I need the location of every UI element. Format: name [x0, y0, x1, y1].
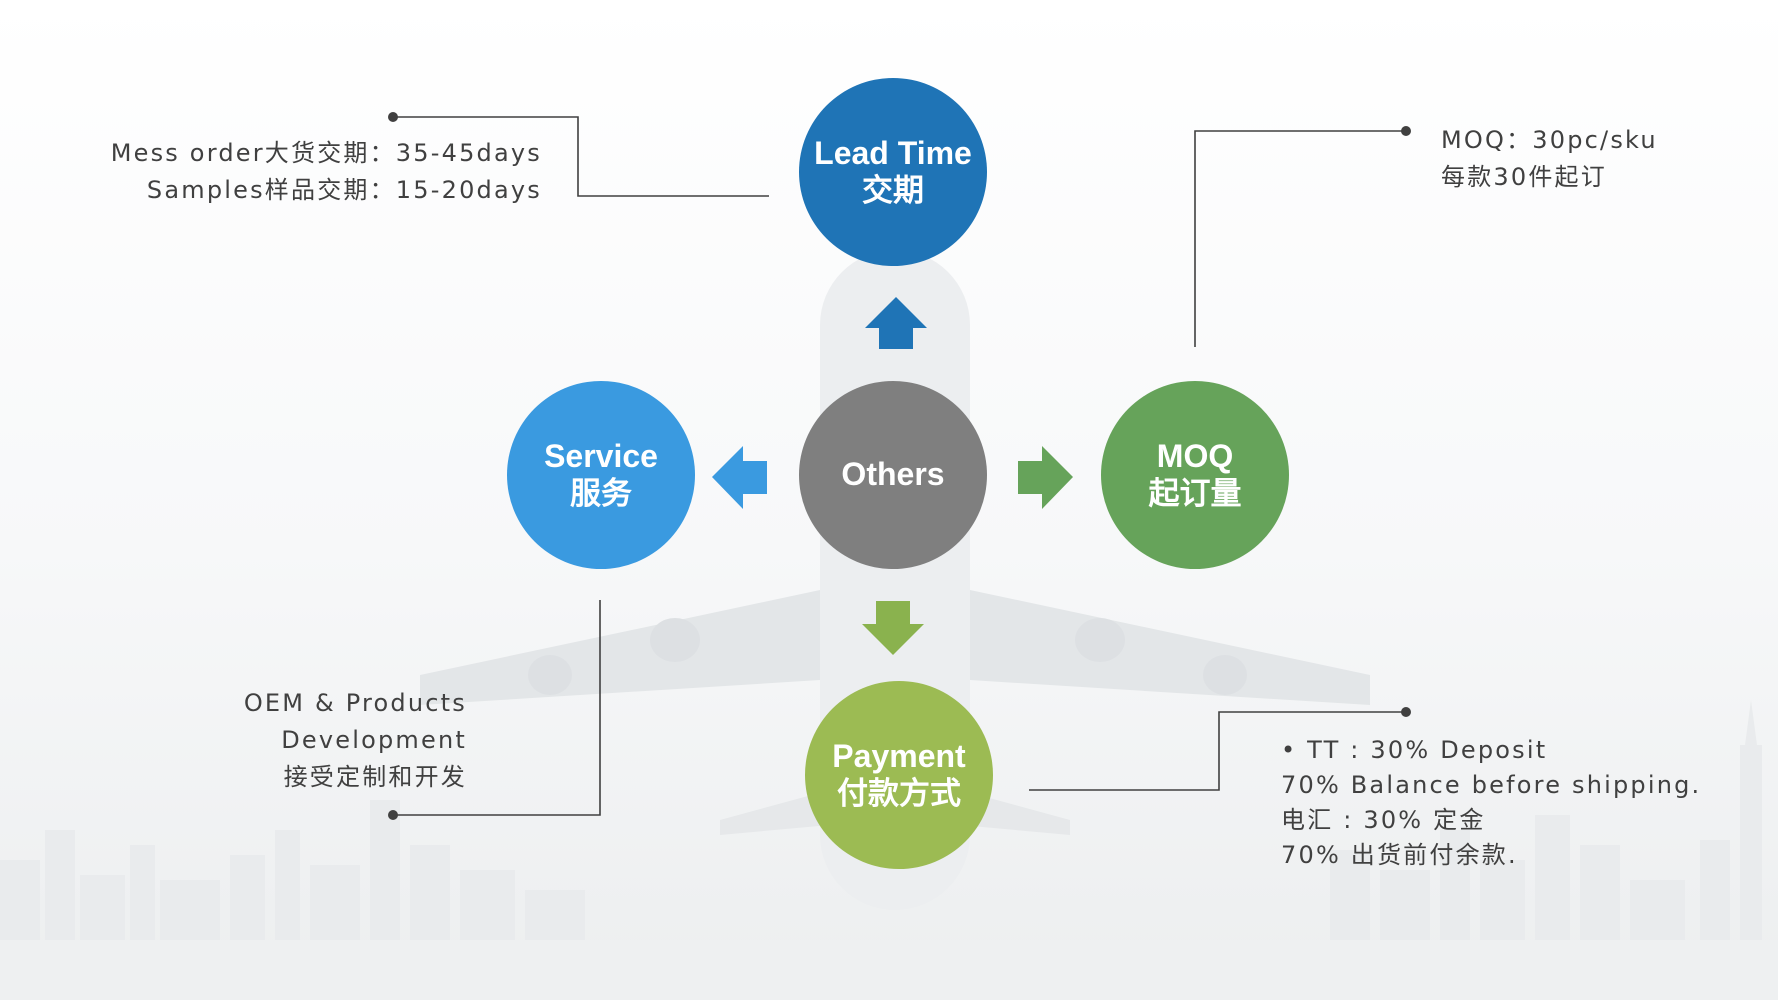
payment-notes: • TT : 30% Deposit 70% Balance before sh…	[1281, 733, 1701, 873]
service-notes: OEM & Products Development 接受定制和开发	[244, 685, 467, 796]
payment-note-balance: 70% Balance before shipping.	[1281, 771, 1702, 799]
payment-note-tt: • TT : 30% Deposit	[1281, 736, 1548, 764]
payment-note-deposit-zh: 电汇 : 30% 定金	[1281, 806, 1486, 834]
lead-time-note-samples: Samples样品交期：15-20days	[146, 176, 542, 204]
lead-time-note-mass: Mess order大货交期：35-45days	[110, 139, 542, 167]
service-note-oem: OEM & Products	[243, 689, 467, 717]
lead-time-notes: Mess order大货交期：35-45days Samples样品交期：15-…	[111, 135, 542, 209]
service-note-development: Development	[281, 726, 467, 754]
others-circle[interactable]: Others	[799, 381, 987, 569]
moq-title: MOQ	[1156, 437, 1234, 474]
payment-connector	[1029, 711, 1406, 791]
moq-dot	[1401, 126, 1411, 136]
service-connector	[393, 600, 601, 816]
lead-time-title: Lead Time	[814, 134, 972, 171]
moq-title-zh: 起订量	[1148, 475, 1242, 512]
lead-time-title-zh: 交期	[862, 172, 924, 209]
moq-note-en: MOQ：30pc/sku	[1441, 126, 1658, 154]
arrow-left-icon	[712, 446, 767, 509]
service-note-zh: 接受定制和开发	[283, 763, 467, 791]
moq-connector	[1194, 130, 1406, 347]
arrow-up-icon	[865, 297, 927, 349]
moq-note-zh: 每款30件起订	[1441, 163, 1607, 191]
service-dot	[388, 810, 398, 820]
moq-circle[interactable]: MOQ 起订量	[1101, 381, 1289, 569]
arrow-down-icon	[862, 601, 924, 655]
payment-title: Payment	[832, 737, 966, 774]
lead-time-circle[interactable]: Lead Time 交期	[799, 78, 987, 266]
service-title: Service	[544, 437, 658, 474]
payment-note-balance-zh: 70% 出货前付余款.	[1281, 841, 1518, 869]
payment-title-zh: 付款方式	[837, 775, 961, 812]
payment-dot	[1401, 707, 1411, 717]
lead-time-dot	[388, 112, 398, 122]
moq-notes: MOQ：30pc/sku 每款30件起订	[1441, 122, 1658, 196]
lead-time-connector	[393, 116, 769, 197]
others-label: Others	[841, 456, 945, 493]
payment-circle[interactable]: Payment 付款方式	[805, 681, 993, 869]
service-circle[interactable]: Service 服务	[507, 381, 695, 569]
arrow-right-icon	[1018, 446, 1073, 509]
service-title-zh: 服务	[570, 475, 632, 512]
